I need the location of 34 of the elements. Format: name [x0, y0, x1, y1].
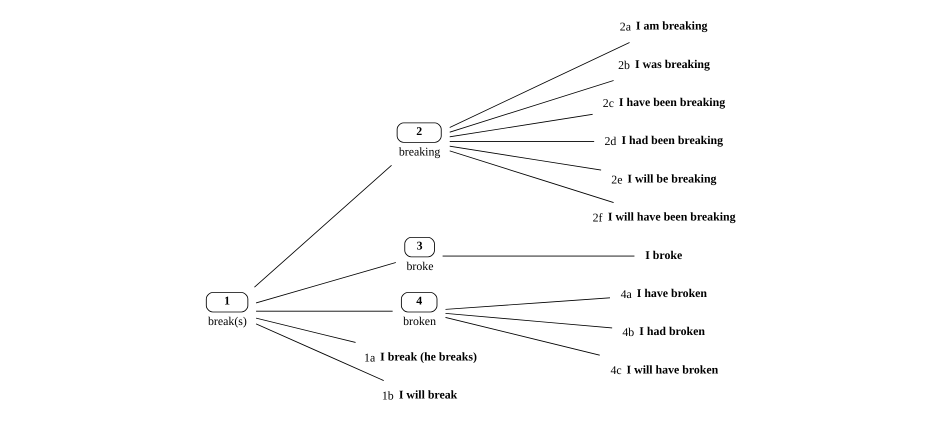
connector — [255, 318, 356, 343]
node-box: 2 — [396, 122, 442, 143]
node-text: 4c I will have broken — [610, 362, 718, 378]
node-text: 2f I will have been breaking — [592, 210, 736, 224]
connector — [444, 316, 600, 356]
node-label: broken — [402, 314, 436, 328]
node-text: 4a I have broken — [620, 286, 707, 301]
connector — [448, 80, 614, 133]
connector — [448, 150, 614, 203]
node-text: 1b I will break — [381, 388, 457, 403]
node-label: broke — [406, 258, 433, 273]
connector — [444, 297, 610, 310]
node-label: break(s) — [207, 314, 246, 328]
node-text: I broke — [644, 248, 682, 262]
node-text: 2c I have been breaking — [602, 95, 725, 110]
node-text: 4b I had broken — [622, 324, 704, 339]
connector — [255, 310, 393, 312]
node-text: 2d I had been breaking — [604, 133, 723, 148]
node-text: 1a I break (he breaks) — [364, 350, 476, 364]
node-label: breaking — [398, 144, 440, 158]
connector — [254, 164, 392, 288]
node-text: 2b I was breaking — [618, 56, 710, 72]
connector — [448, 141, 594, 142]
connector — [444, 312, 612, 328]
node-text: 2e I will be breaking — [610, 171, 716, 186]
node-box: 3 — [404, 236, 434, 258]
connector — [448, 146, 602, 170]
node-text: 2a I am breaking — [619, 18, 707, 34]
node-box: 4 — [400, 292, 437, 312]
connector — [448, 114, 593, 138]
connector — [255, 262, 396, 304]
connector — [255, 323, 384, 382]
node-box: 1 — [205, 292, 248, 312]
connector — [448, 42, 630, 128]
